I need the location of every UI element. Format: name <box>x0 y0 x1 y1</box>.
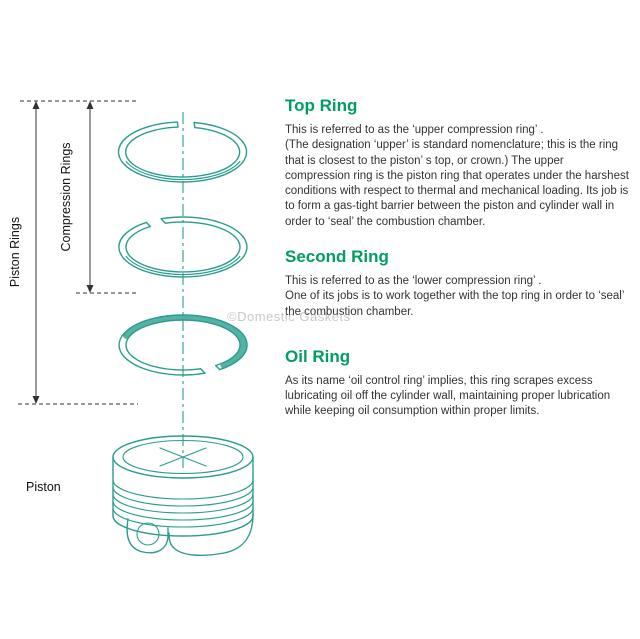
skirt-outline <box>168 513 254 557</box>
arrowhead <box>86 101 94 109</box>
ring-groove <box>112 479 254 500</box>
section-oil-ring: Oil Ring As its name ‘oil control ring’ … <box>285 347 632 420</box>
label-piston: Piston <box>26 480 61 494</box>
oil-ring-drawing <box>118 314 248 376</box>
section-title-second-ring: Second Ring <box>285 246 389 266</box>
ring-groove <box>112 500 254 521</box>
description-column: Top Ring This is referred to as the ‘upp… <box>285 96 632 420</box>
top-ring-drawing <box>117 121 248 183</box>
section-body-oil-ring: As its name ‘oil control ring’ implies, … <box>285 374 611 418</box>
label-piston-rings: Piston Rings <box>8 216 22 288</box>
oil-ring-hatch-texture <box>122 314 247 370</box>
arrowhead <box>86 285 94 293</box>
pin-hole <box>136 522 160 546</box>
section-title-top-ring: Top Ring <box>285 96 358 115</box>
section-body2-second-ring: One of its jobs is to work together with… <box>285 290 624 318</box>
section-body-top-ring: This is referred to as the ‘upper compre… <box>285 124 544 136</box>
arrowhead <box>32 101 40 109</box>
section-body-second-ring: This is referred to as the ‘lower compre… <box>285 274 542 287</box>
second-ring-drawing <box>118 216 248 278</box>
section-second-ring: Second Ring This is referred to as the ‘… <box>285 247 632 320</box>
piston-drawing <box>112 435 254 557</box>
ring-groove <box>112 507 254 528</box>
piston-rings-illustration <box>18 100 254 557</box>
section-title-oil-ring: Oil Ring <box>285 346 351 366</box>
crown-cross-mark <box>159 447 207 467</box>
ring-groove <box>112 486 254 507</box>
section-body2-top-ring: (The designation ‘upper’ is standard nom… <box>285 139 629 228</box>
dimension-arrows <box>18 100 138 405</box>
section-top-ring: Top Ring This is referred to as the ‘upp… <box>285 96 632 230</box>
label-compression-rings: Compression Rings <box>59 142 73 252</box>
ring-groove <box>112 493 254 514</box>
pin-boss <box>126 518 169 554</box>
arrowhead <box>32 396 40 404</box>
